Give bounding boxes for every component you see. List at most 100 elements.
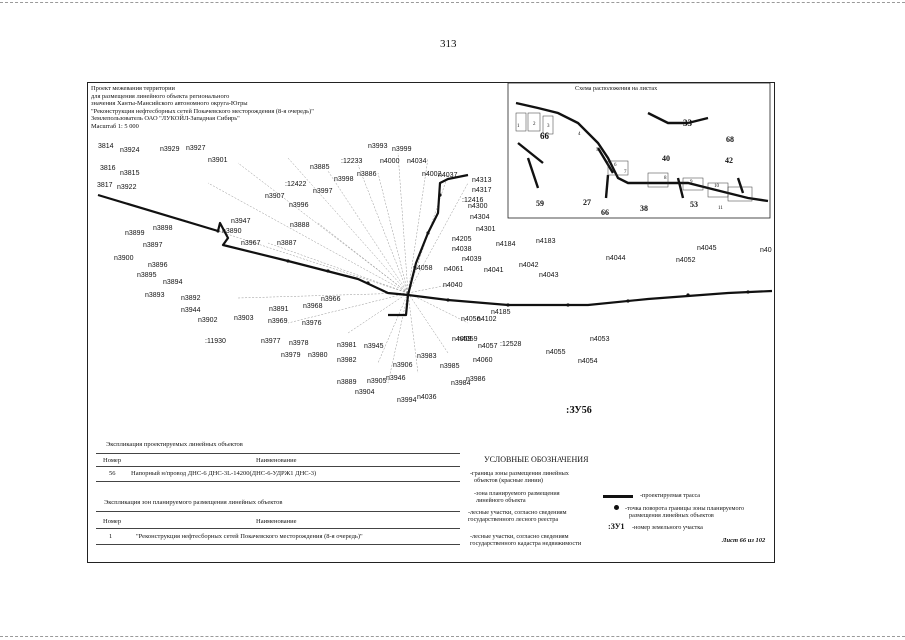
explication-lines-row-name: Напорный н/провод ДНС-6 ДНС-3L-14200(ДНС… — [131, 470, 317, 477]
legend-item: -зона планируемого размещения — [474, 490, 560, 497]
map-point-label: n3946 — [386, 375, 406, 382]
map-point-label: n3968 — [303, 303, 323, 310]
map-point-label: :12528 — [500, 341, 522, 348]
map-point-label: n3966 — [321, 296, 341, 303]
map-point-label: n4058 — [413, 265, 433, 272]
map-point-label: n3985 — [440, 363, 460, 370]
inset-number: 66 — [540, 131, 549, 141]
explication-lines-col-number: Номер — [103, 457, 122, 464]
map-point-label: n4183 — [536, 238, 556, 245]
inset-sheet-number: 11 — [718, 206, 723, 211]
inset-sheet-number: 2 — [533, 122, 536, 127]
map-point-label: n3890 — [222, 228, 242, 235]
map-point-label: n4036 — [417, 394, 437, 401]
map-point-label: n4045 — [697, 245, 717, 252]
map-point-label: n40 — [760, 247, 772, 254]
map-point-label: n3889 — [337, 379, 357, 386]
inset-sheet-number: 5 — [596, 148, 599, 153]
map-point-label: n3899 — [125, 230, 145, 237]
inset-sheet-number: 3 — [547, 124, 550, 129]
map-point-label: n4055 — [546, 349, 566, 356]
header-line-3: значения Ханты-Мансийского автономного о… — [91, 100, 248, 108]
map-point-label: n3903 — [234, 315, 254, 322]
map-point-label: n4002 — [422, 171, 442, 178]
header-line-5: Землепользователь ОАО "ЛУКОЙЛ-Западная С… — [91, 115, 240, 123]
inset-scheme — [507, 83, 771, 219]
table-rule — [96, 481, 460, 482]
legend-item: -точка поворота границы зоны планируемог… — [625, 505, 745, 512]
map-point-label: :12416 — [462, 197, 484, 204]
inset-sheet-number: 1 — [517, 124, 520, 129]
map-point-label: n3898 — [153, 225, 173, 232]
map-point-label: n4102 — [477, 316, 497, 323]
map-point-label: n4061 — [444, 266, 464, 273]
map-point-label: n3902 — [198, 317, 218, 324]
map-point-label: n4304 — [470, 214, 490, 221]
table-rule — [96, 466, 460, 467]
map-point-label: n3980 — [308, 352, 328, 359]
map-point-label: n3904 — [355, 389, 375, 396]
legend-item: объектов (красные линии) — [474, 477, 543, 484]
explication-zones-col-number: Номер — [103, 518, 122, 525]
map-point-label: n3901 — [208, 157, 228, 164]
inset-number: 27 — [583, 198, 591, 207]
map-point-label: n3993 — [368, 143, 388, 150]
map-point-label: 3816 — [100, 165, 116, 172]
label-leader-lines — [177, 152, 469, 384]
map-point-label: n3976 — [302, 320, 322, 327]
map-point-label: :12233 — [341, 158, 363, 165]
explication-lines-col-name: Наименование — [256, 457, 297, 464]
inset-sheet-number: 6 — [614, 163, 617, 168]
page-number: 313 — [440, 38, 457, 50]
sheet-counter: Лист 66 из 102 — [722, 537, 766, 544]
legend-item: размещения линейных объектов — [629, 512, 714, 519]
map-point-label: n3891 — [269, 306, 289, 313]
map-point-label: n3885 — [310, 164, 330, 171]
map-point-label: n4057 — [478, 343, 498, 350]
map-point-label: n4054 — [578, 358, 598, 365]
legend-item: -лесные участки, согласно сведениям — [468, 509, 567, 516]
map-point-label: n4042 — [519, 262, 539, 269]
header-scale: Масштаб 1: 5 000 — [91, 122, 139, 130]
map-point-label: n3999 — [392, 146, 412, 153]
map-point-label: n3944 — [181, 307, 201, 314]
map-point-label: :12422 — [285, 181, 307, 188]
map-point-label: n4060 — [473, 357, 493, 364]
legend-item: -граница зоны размещения линейных — [470, 470, 569, 477]
map-point-label: n3924 — [120, 147, 140, 154]
table-rule — [96, 453, 460, 454]
map-point-label: n4300 — [468, 203, 488, 210]
map-point-label: n3886 — [357, 171, 377, 178]
map-point-label: n3892 — [181, 295, 201, 302]
table-rule — [96, 528, 460, 529]
map-point-label: n3929 — [160, 146, 180, 153]
map-point-label: n4041 — [484, 267, 504, 274]
map-point-label: n3978 — [289, 340, 309, 347]
map-point-label: n4059 — [458, 336, 478, 343]
inset-number: 68 — [726, 135, 734, 144]
map-point-label: n4039 — [462, 256, 482, 263]
map-point-label: n3979 — [281, 352, 301, 359]
map-point-label: n4038 — [452, 246, 472, 253]
map-point-label: n4185 — [491, 309, 511, 316]
legend-symbol-plot-number: :ЗУ1 — [608, 522, 625, 531]
explication-lines-row-number: 56 — [109, 470, 116, 477]
map-point-label: n4037 — [438, 172, 458, 179]
legend-symbol-route — [603, 495, 633, 498]
map-point-label: n3906 — [393, 362, 413, 369]
land-plot-label: :ЗУ56 — [566, 405, 592, 416]
map-point-label: 3814 — [98, 143, 114, 150]
route-turn-points — [216, 193, 750, 307]
inset-number: 42 — [725, 156, 733, 165]
map-point-label: n3896 — [148, 262, 168, 269]
map-point-label: n3922 — [117, 184, 137, 191]
header-line-4: "Реконструкция нефтесборных сетей Покаче… — [91, 107, 314, 115]
explication-lines-title: Экспликация проектируемых линейных объек… — [106, 441, 243, 448]
map-point-label: :11930 — [205, 338, 226, 345]
inset-number: 66 — [601, 208, 609, 217]
inset-number: 38 — [640, 204, 648, 213]
map-point-label: n3900 — [114, 255, 134, 262]
map-point-label: n3967 — [241, 240, 261, 247]
legend-title: УСЛОВНЫЕ ОБОЗНАЧЕНИЯ — [484, 455, 589, 464]
map-point-label: n4313 — [472, 177, 492, 184]
